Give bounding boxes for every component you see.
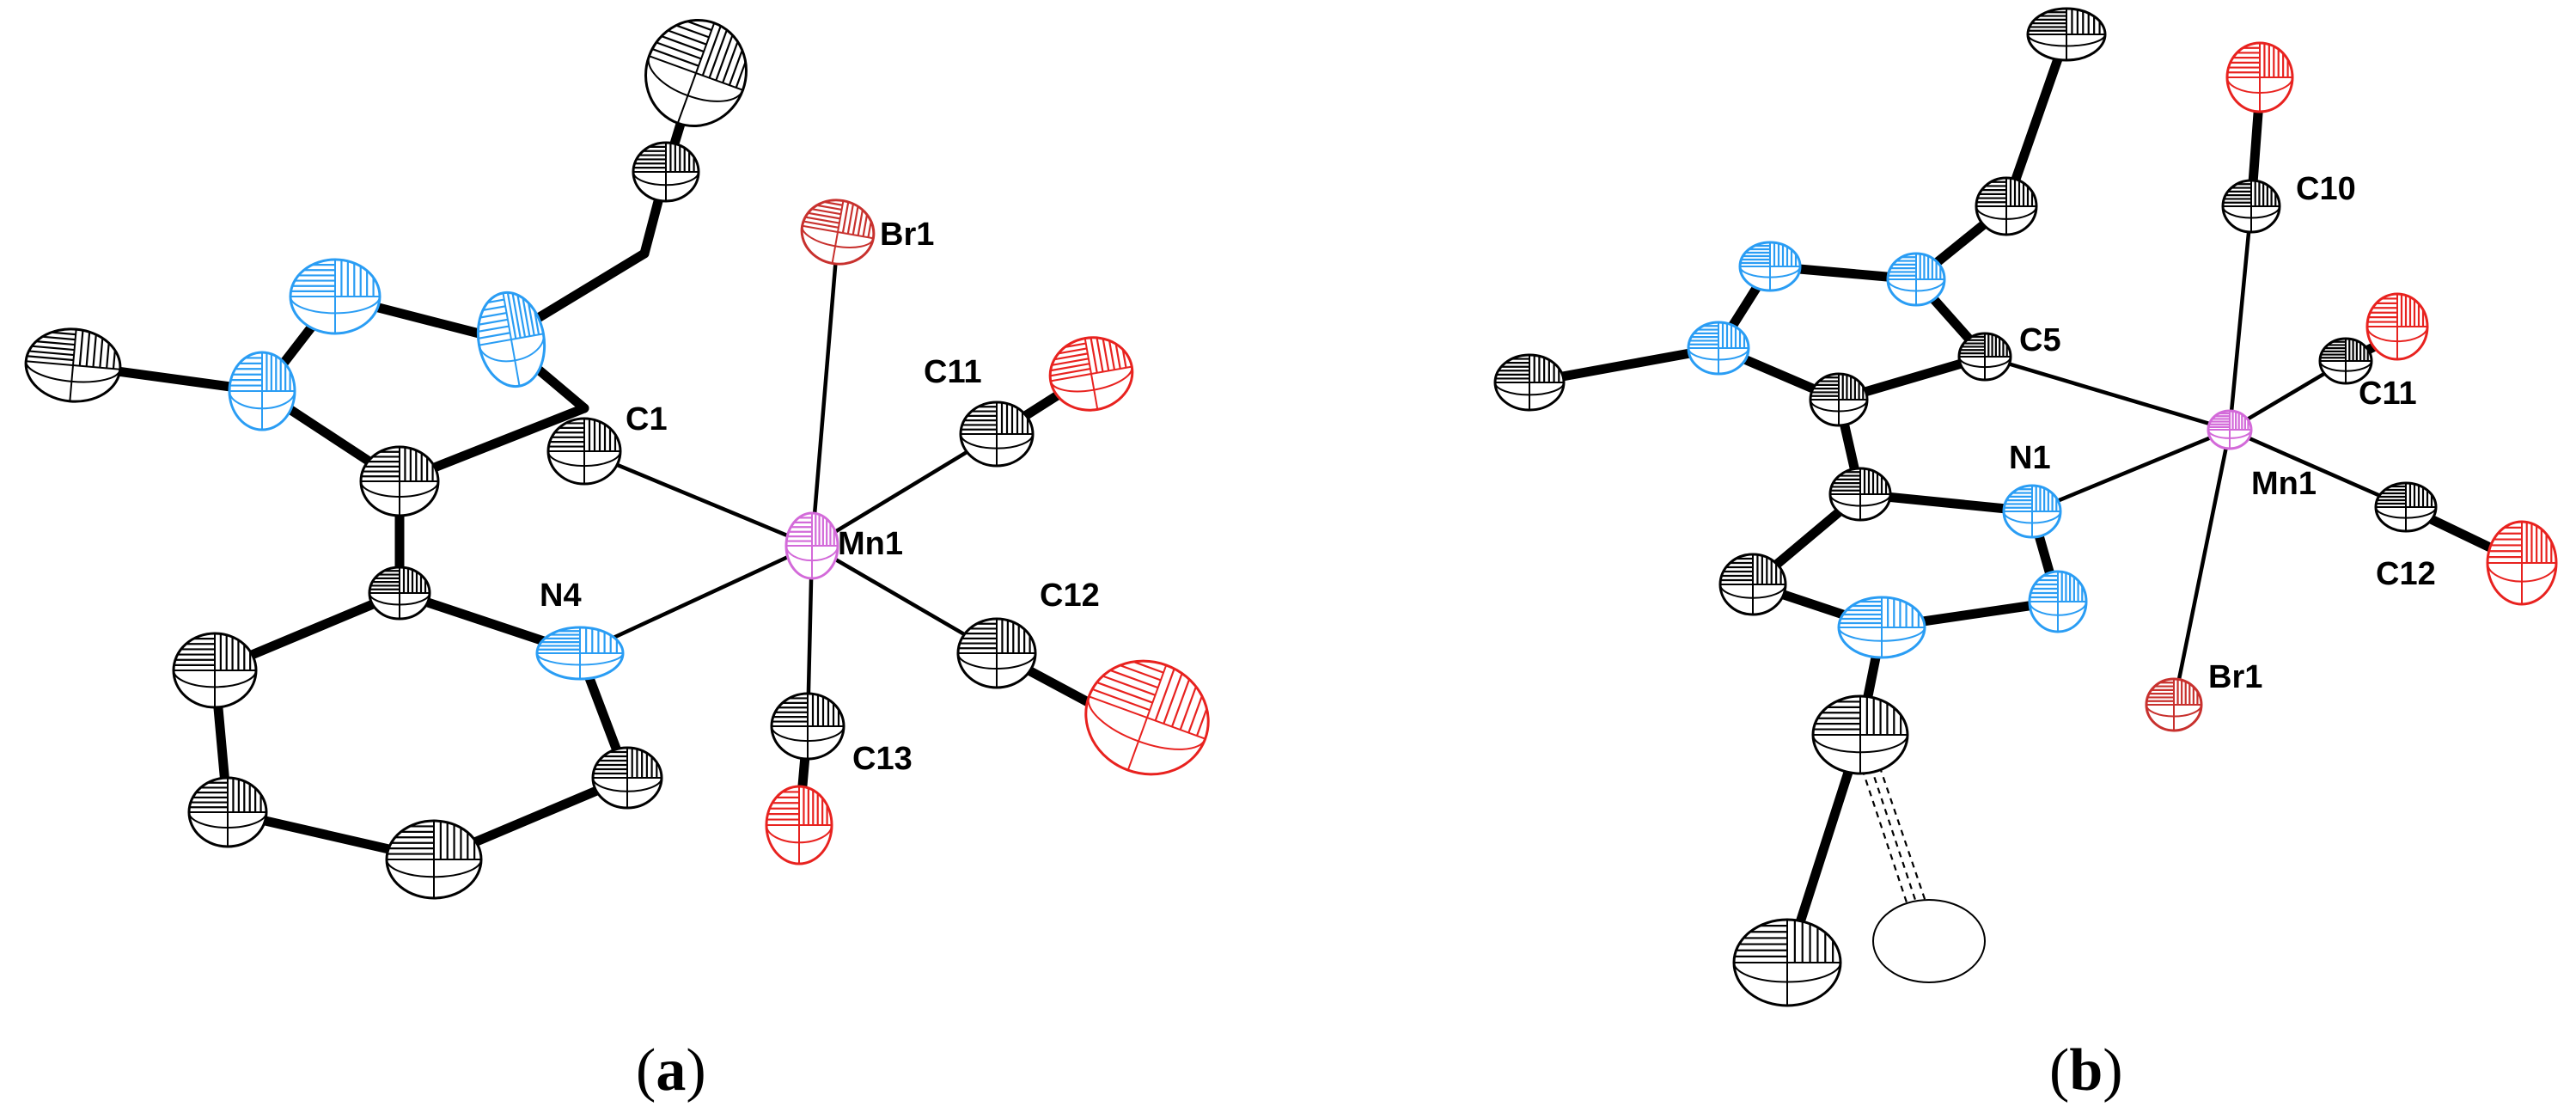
atom-b-c-methyl-top [2026, 7, 2107, 62]
atom-b-n-ring-left [1687, 321, 1750, 376]
panel-a-structure: Br1 C11 C1 Mn1 N4 C12 C13 (a) [24, 18, 1210, 1104]
atom-b-c-pz [1828, 467, 1892, 522]
atom-a-n-ring-top [476, 290, 546, 388]
atom-a-c-py5 [385, 819, 483, 900]
atom-b-c5 [1957, 332, 2012, 382]
atom-b-n-ring-top2 [1886, 252, 1946, 307]
atom-b-c10 [2221, 179, 2281, 234]
atom-b-o11 [2365, 292, 2429, 361]
panel-a-caption-close: ) [686, 1037, 705, 1104]
atom-b-c-ring [1809, 372, 1869, 427]
label-C13: C13 [852, 741, 913, 777]
atom-b-o12 [2486, 520, 2558, 606]
atom-b-n-ring-top [1738, 241, 1802, 292]
label-C11: C11 [2359, 376, 2417, 412]
panel-a-mn-bonds [577, 234, 999, 729]
label-N4: N4 [540, 578, 582, 614]
panel-a-labels: Br1 C11 C1 Mn1 N4 C12 C13 [540, 217, 1100, 777]
label-Br1: Br1 [880, 217, 934, 253]
atom-b-mn1 [2207, 409, 2253, 450]
panel-a-caption-open: ( [636, 1037, 656, 1104]
label-Mn1: Mn1 [838, 526, 903, 562]
label-C12: C12 [1040, 578, 1100, 614]
atom-a-o13 [765, 785, 833, 865]
atom-a-c-py4 [187, 776, 268, 848]
atom-a-c-py3 [591, 746, 663, 810]
panel-b-caption-letter: b [2069, 1037, 2103, 1104]
panel-b-caption-close: ) [2103, 1037, 2122, 1104]
atom-a-c-methyl-top [644, 18, 748, 128]
panel-b-structure: C10 C5 C11 N1 Mn1 C12 Br1 (b) [1493, 7, 2558, 1104]
atom-a-o12 [1084, 659, 1210, 776]
label-C10: C10 [2296, 171, 2356, 207]
panel-b-mn-bonds [1850, 204, 2408, 945]
atom-b-c-pz2 [1718, 553, 1787, 616]
panel-b-caption-open: ( [2049, 1037, 2069, 1104]
atom-a-c12 [956, 617, 1037, 689]
atom-b-c11 [2318, 337, 2373, 385]
atom-a-n4 [535, 626, 625, 681]
atom-b-n-pz2 [1837, 596, 1926, 659]
panel-a-atoms [24, 18, 1210, 900]
atom-b-c-ethyl [1975, 176, 2038, 236]
atom-a-c-o11 [1048, 336, 1134, 412]
label-C11: C11 [924, 354, 982, 390]
atom-b-c-tbu2 [1732, 918, 1842, 1007]
atom-a-c11 [959, 401, 1035, 468]
atom-b-c12 [2374, 481, 2438, 533]
atom-a-c-ring [359, 445, 440, 517]
label-C12: C12 [2376, 556, 2436, 592]
atom-a-n-ring-left [289, 258, 382, 335]
panel-a-caption: (a) [636, 1037, 706, 1104]
label-C1: C1 [626, 401, 668, 437]
panel-b-atoms [1493, 7, 2558, 1007]
label-Mn1: Mn1 [2251, 466, 2317, 502]
atom-b-br1 [2145, 677, 2203, 732]
atom-a-c-methyl-left [24, 327, 122, 403]
atom-b-n1 [2002, 484, 2062, 539]
atom-a-c-py1 [368, 566, 431, 621]
atom-b-n-pz [2028, 570, 2088, 633]
atom-b-c-methyl-left [1493, 353, 1566, 412]
atom-a-br1 [800, 199, 876, 266]
atom-b-o10 [2225, 41, 2294, 113]
label-N1: N1 [2009, 440, 2051, 476]
atom-a-c-py2 [172, 632, 258, 709]
panel-b-labels: C10 C5 C11 N1 Mn1 C12 Br1 [2009, 171, 2436, 695]
atom-a-c13 [770, 692, 845, 761]
atom-a-n-ring-left2 [228, 351, 296, 431]
atom-a-c1 [546, 417, 622, 486]
atom-a-mn1 [784, 511, 839, 580]
label-C5: C5 [2019, 322, 2061, 358]
atom-a-c-ethyl [632, 141, 700, 203]
panel-b-caption: (b) [2049, 1037, 2123, 1104]
atom-b-c-tbu [1811, 694, 1909, 775]
label-Br1-b: Br1 [2208, 659, 2262, 695]
atom-b-c-tbu3-open [1872, 899, 1986, 983]
panel-a-caption-letter: a [656, 1037, 686, 1104]
